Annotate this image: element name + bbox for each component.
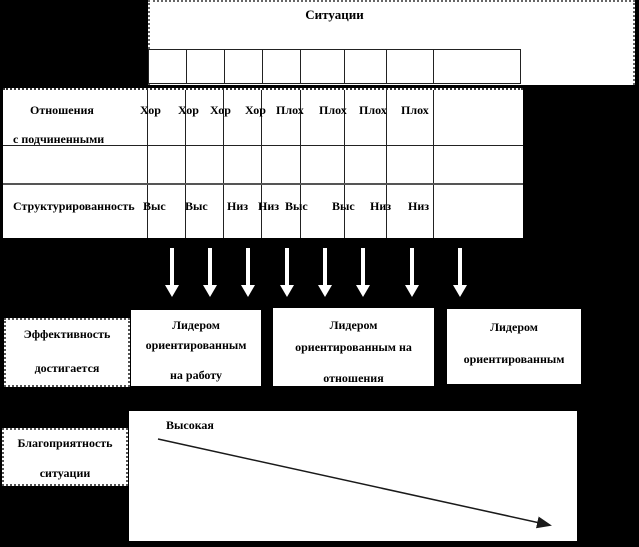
- relations-value: Хор: [140, 103, 161, 117]
- descending-arrow-icon: [157, 438, 552, 529]
- down-arrow-icon: [241, 248, 255, 297]
- leader-box-line: Лидером: [172, 318, 220, 332]
- grid-line: [3, 145, 523, 146]
- favorability-label-box: Благоприятность ситуации: [2, 428, 128, 486]
- grid-line: [147, 90, 148, 238]
- effectiveness-label-box: Эффективность достигается: [4, 318, 130, 387]
- relations-label-line1: Отношения: [30, 103, 94, 117]
- leader-box-line: Лидером: [490, 320, 538, 334]
- down-arrow-icon: [318, 248, 332, 297]
- structure-value: Выс: [285, 199, 308, 213]
- leader-box-line: ориентированным: [463, 352, 565, 366]
- effectiveness-label-line1: Эффективность: [23, 327, 111, 341]
- relations-value: Хор: [210, 103, 231, 117]
- down-arrow-icon: [356, 248, 370, 297]
- down-arrow-icon: [165, 248, 179, 297]
- structure-value: Низ: [227, 199, 249, 213]
- leader-box-line: на работу: [169, 368, 222, 382]
- relations-value: Плох: [276, 103, 304, 117]
- situation-cell-3: [224, 49, 263, 84]
- favorability-chart-box: Высокая: [128, 410, 578, 542]
- situation-cell-5: [300, 49, 345, 84]
- grid-line: [300, 90, 301, 238]
- situation-cell-8: [433, 49, 521, 84]
- relations-value: Хор: [245, 103, 266, 117]
- structure-label: Структурированность: [13, 199, 135, 213]
- structure-value: Низ: [258, 199, 280, 213]
- structure-value: Низ: [408, 199, 430, 213]
- down-arrow-icon: [203, 248, 217, 297]
- grid-line: [223, 90, 224, 238]
- effectiveness-label-line2: достигается: [34, 361, 100, 375]
- situation-cell-6: [344, 49, 387, 84]
- relations-label-line2: с подчиненными: [13, 132, 105, 146]
- grid-line: [344, 90, 345, 238]
- leader-box-oriented: Лидером ориентированным: [446, 308, 582, 385]
- situation-cell-4: [262, 49, 301, 84]
- situation-cell-1: [148, 49, 187, 84]
- situation-cell-7: [386, 49, 434, 84]
- favorability-label-line1: Благоприятность: [17, 436, 113, 450]
- down-arrow-icon: [453, 248, 467, 297]
- structure-value: Выс: [332, 199, 355, 213]
- leader-box-task-oriented: Лидером ориентированным на работу: [130, 309, 262, 387]
- structure-value: Выс: [143, 199, 166, 213]
- relations-value: Плох: [359, 103, 387, 117]
- favorability-label-line2: ситуации: [39, 466, 91, 480]
- leader-box-line: ориентированным на: [295, 340, 412, 354]
- structure-value: Низ: [370, 199, 392, 213]
- down-arrow-icon: [280, 248, 294, 297]
- leader-box-line: Лидером: [329, 318, 378, 332]
- structure-value: Выс: [185, 199, 208, 213]
- relations-value: Хор: [178, 103, 199, 117]
- relations-value: Плох: [401, 103, 429, 117]
- leader-box-relations-oriented: Лидером ориентированным на отношения: [272, 307, 435, 387]
- down-arrow-icon: [405, 248, 419, 297]
- conditions-table: Отношения с подчиненными Хор Хор Хор Хор…: [3, 88, 523, 238]
- situation-cell-2: [186, 49, 225, 84]
- grid-line: [261, 90, 262, 238]
- grid-line: [433, 90, 434, 238]
- grid-line: [185, 90, 186, 238]
- relations-value: Плох: [319, 103, 347, 117]
- situations-title: Ситуации: [305, 7, 364, 22]
- favorability-scale-label: Высокая: [166, 418, 214, 432]
- grid-line: [386, 90, 387, 238]
- grid-line: [3, 183, 523, 185]
- leader-box-line: отношения: [323, 371, 384, 385]
- leader-box-line: ориентированным: [145, 338, 247, 352]
